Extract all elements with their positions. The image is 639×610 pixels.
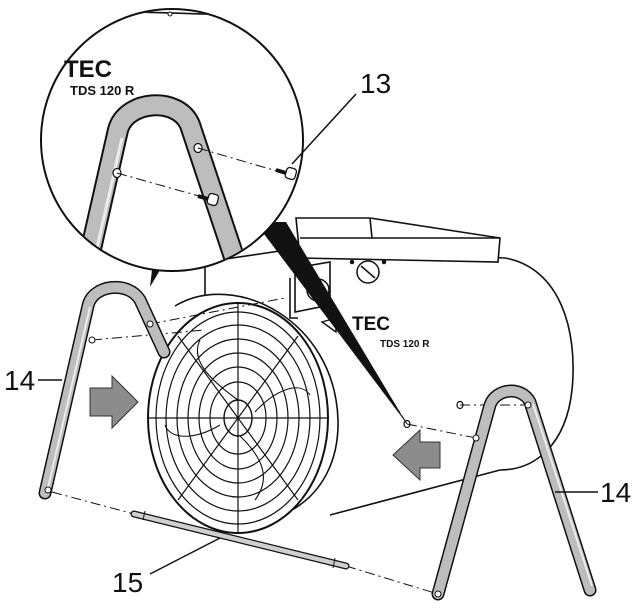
- callout-13: 13: [360, 68, 391, 99]
- screw-lower: [197, 192, 220, 207]
- body-screw-holes: [403, 400, 464, 429]
- fan-guard: [147, 293, 339, 534]
- callout-leaders: [38, 93, 598, 575]
- callout-14-right: 14: [600, 477, 631, 508]
- stand-leg-right: [431, 384, 597, 601]
- callout-14-left: 14: [4, 365, 35, 396]
- insert-arrow-left: [89, 374, 139, 430]
- control-knob-right: [349, 259, 387, 284]
- zoom-brand-text: TEC: [64, 56, 112, 83]
- screw-upper: [275, 166, 298, 181]
- stand-leg-left: [38, 280, 171, 500]
- body-model-text: TDS 120 R: [380, 339, 430, 350]
- insert-arrow-right: [392, 428, 441, 482]
- zoom-model-text: TDS 120 R: [70, 83, 135, 98]
- callout-15: 15: [112, 567, 143, 598]
- body-brand-text: TEC: [352, 314, 390, 335]
- zoom-detail: TEC TDS 120 R: [40, 8, 407, 424]
- connecting-rod: [130, 510, 350, 570]
